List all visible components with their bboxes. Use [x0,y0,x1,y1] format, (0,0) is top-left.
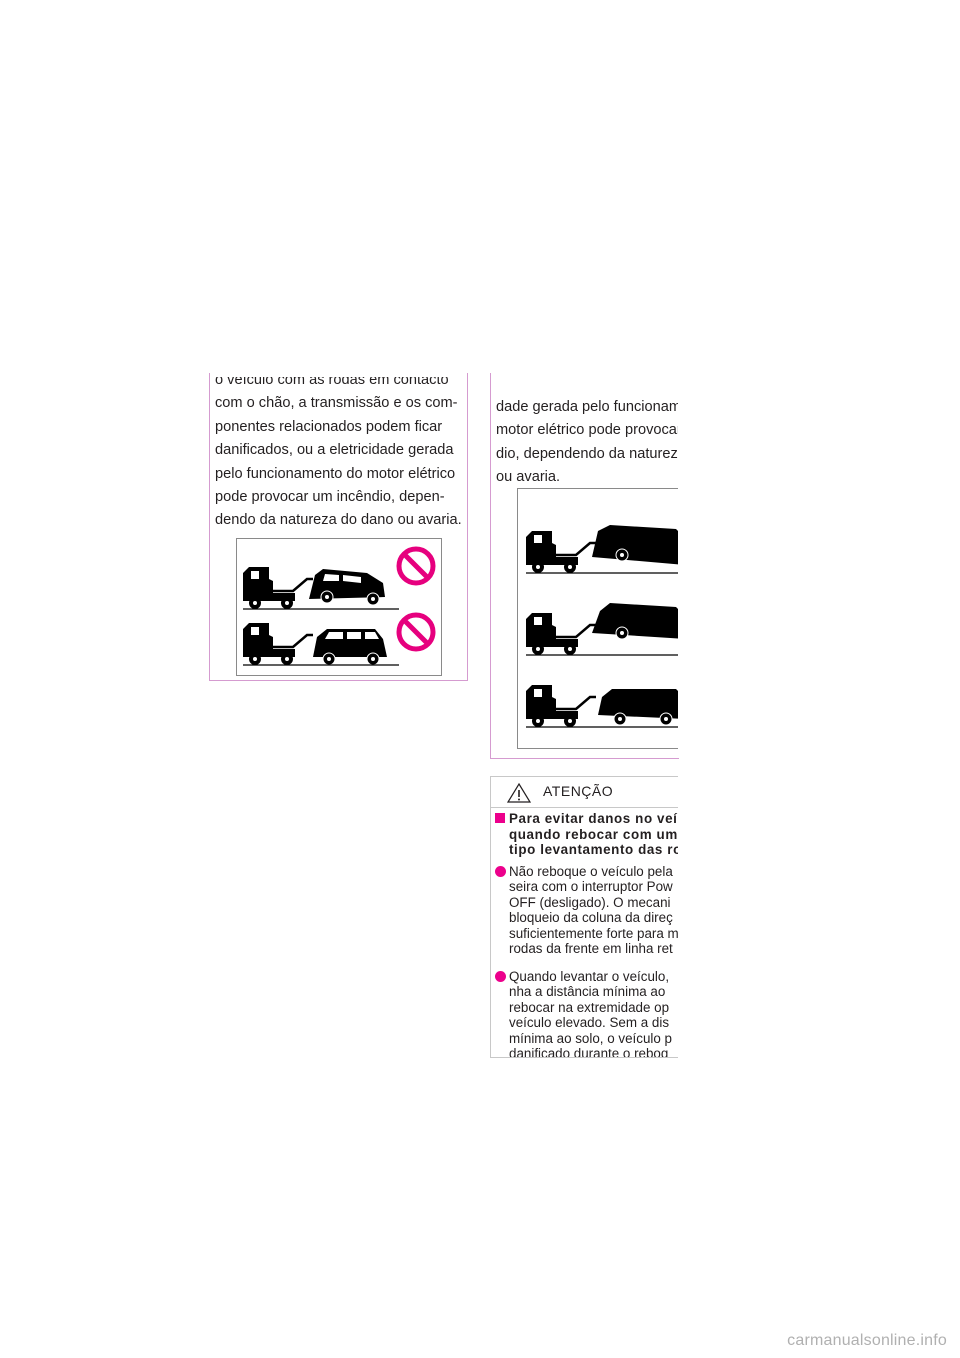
prohibited-icon [396,546,436,586]
left-paragraph: o veículo com as rodas em contacto com o… [215,377,465,533]
right-text-frame [490,373,679,759]
warning-header: ATENÇÃO [491,777,678,808]
warning-content: Para evitar danos no veí quando rebocar … [491,811,678,1057]
prohibited-towing-illustration [236,538,442,676]
round-bullet-icon [495,970,506,982]
text-line: pode provocar um incêndio, depen- [215,488,445,505]
text-line: dio, dependendo da natureza [496,445,678,462]
round-bullet-icon [495,865,506,877]
tow-truck-prohibited-figure [241,546,436,667]
towing-methods-illustration [517,488,678,749]
text-line: ou avaria. [496,469,561,486]
warning-bullet-1: Não reboque o veículo pela seira com o i… [491,864,678,957]
footer-watermark: carmanualsonline.info [787,1332,947,1349]
warning-heading: Para evitar danos no veí quando rebocar … [491,811,678,858]
warning-bullet-2: Quando levantar o veículo, nha a distânc… [491,969,678,1057]
warning-triangle-icon [507,783,531,803]
left-text-frame [209,373,468,681]
prohibited-icon [396,612,436,652]
text-line: dade gerada pelo funcioname [496,399,678,415]
text-line: com o chão, a transmissão e os com- [215,395,458,412]
right-paragraph: dade gerada pelo funcioname motor elétri… [496,396,678,490]
text-line: o veículo com as rodas em contacto [215,377,449,388]
text-line: danificados, ou a eletricidade gerada [215,442,454,459]
square-bullet-icon [495,813,505,823]
warning-title: ATENÇÃO [543,783,614,799]
text-line: motor elétrico pode provocar u [496,422,678,439]
warning-box: ATENÇÃO Para evitar danos no veí quando … [490,776,678,1058]
text-line: pelo funcionamento do motor elétrico [215,465,456,482]
text-line: dendo da natureza do dano ou avaria. [215,512,462,529]
text-line: ponentes relacionados podem ficar [215,418,443,435]
tow-truck-methods-figure [524,525,678,729]
